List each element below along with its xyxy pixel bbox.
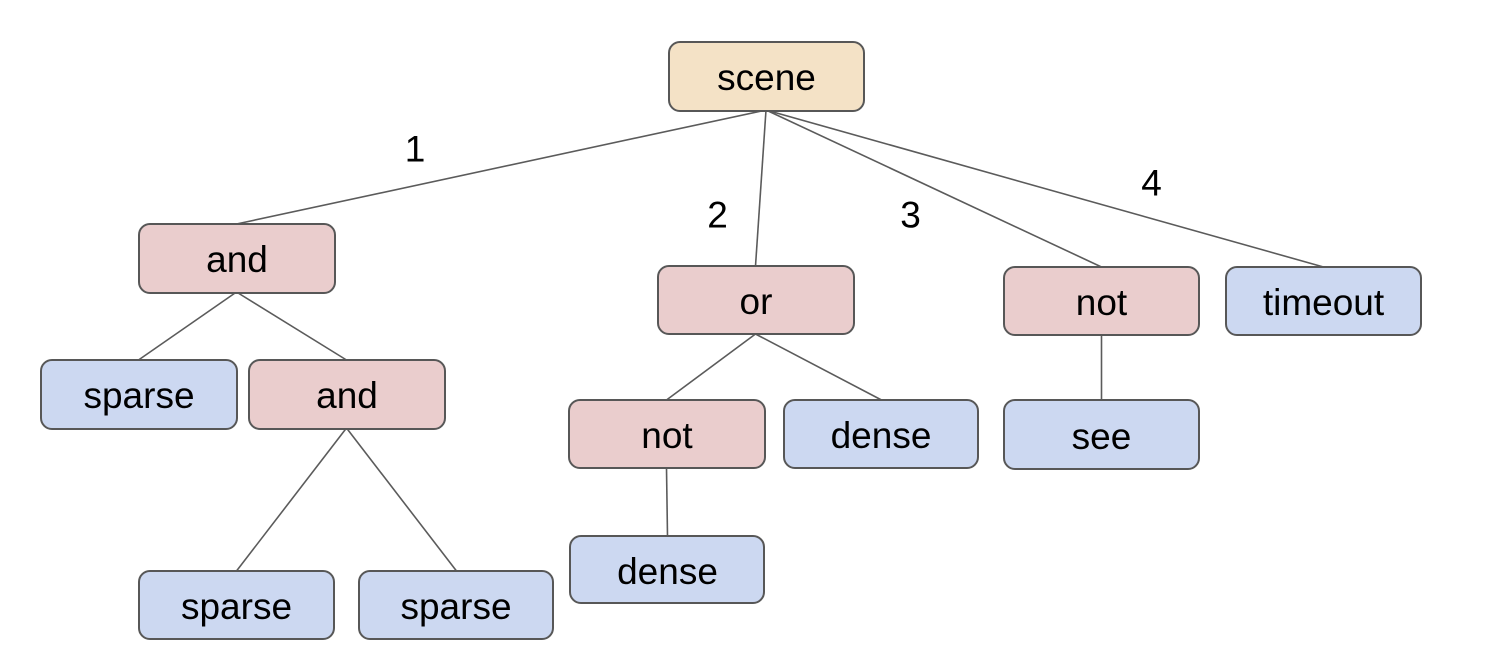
svg-text:4: 4 (1141, 163, 1162, 204)
svg-text:dense: dense (617, 551, 718, 592)
svg-text:not: not (1076, 282, 1128, 323)
svg-text:1: 1 (405, 129, 426, 170)
svg-text:sparse: sparse (83, 375, 194, 416)
svg-text:scene: scene (717, 57, 816, 98)
svg-text:sparse: sparse (181, 586, 292, 627)
svg-text:3: 3 (900, 195, 921, 236)
svg-text:and: and (206, 239, 268, 280)
svg-text:and: and (316, 375, 378, 416)
svg-text:dense: dense (831, 415, 932, 456)
svg-text:see: see (1072, 416, 1132, 457)
svg-text:or: or (740, 281, 773, 322)
svg-text:2: 2 (707, 195, 728, 236)
svg-text:not: not (641, 415, 693, 456)
svg-text:timeout: timeout (1263, 282, 1385, 323)
svg-text:sparse: sparse (400, 586, 511, 627)
